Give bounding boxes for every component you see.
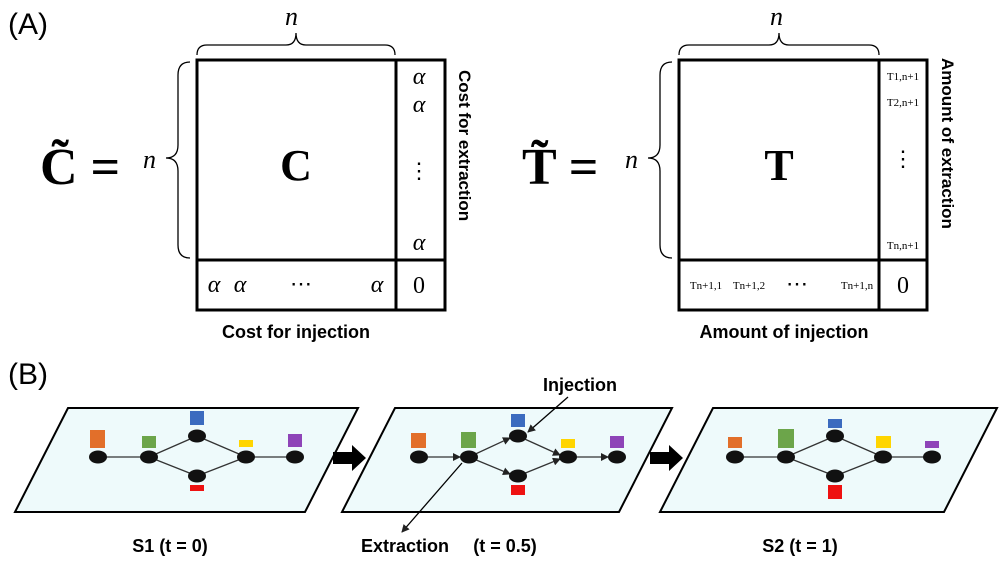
c-row-cell-2: α: [234, 272, 247, 298]
t-row-cell-1: Tn+1,1: [690, 280, 722, 292]
node-s2-3: [826, 429, 844, 443]
mass-s1-orange: [90, 430, 105, 448]
t-bottom-caption: Amount of injection: [700, 322, 869, 342]
caption-t05: (t = 0.5): [473, 536, 537, 556]
c-row-cell-1: α: [208, 272, 221, 298]
mass-s2-green: [778, 429, 794, 448]
node-t05-4: [509, 469, 527, 483]
t-main-symbol: T: [764, 141, 793, 190]
matrix-c-tilde: C̃ = n n C α α ⋮ α α α ⋯ α 0 Cost for ex…: [40, 2, 474, 342]
panel-b-label: (B): [8, 358, 48, 391]
mass-t05-red: [511, 485, 525, 495]
c-main-symbol: C: [280, 141, 312, 190]
node-s1-1: [89, 450, 107, 464]
mass-s1-green: [142, 436, 156, 448]
mass-t05-orange: [411, 433, 426, 448]
t-side-n: n: [625, 145, 638, 174]
t-top-n: n: [770, 2, 783, 31]
c-col-vdots: ⋮: [408, 158, 430, 183]
network-plane-s1: [13, 407, 360, 513]
plane-s2: [658, 407, 999, 513]
t-matrix-border: [677, 58, 929, 312]
mass-s2-red: [828, 485, 842, 499]
c-top-brace: [196, 32, 396, 56]
c-col-cell-2: α: [413, 92, 426, 118]
extraction-pointer: [401, 462, 463, 533]
t-col-cell-1: T1,n+1: [887, 71, 919, 83]
node-s2-4: [826, 469, 844, 483]
mass-s2-yellow: [876, 436, 891, 448]
node-s2-5: [874, 450, 892, 464]
t-corner-zero: 0: [897, 273, 909, 299]
injection-label: Injection: [543, 375, 617, 395]
t-row-hdots: ⋯: [786, 271, 808, 296]
mass-s1-purple: [288, 434, 302, 447]
node-s1-3: [188, 429, 206, 443]
node-t05-6: [608, 450, 626, 464]
injection-pointer: [527, 396, 569, 433]
panel-a-label: (A): [8, 8, 48, 41]
node-t05-5: [559, 450, 577, 464]
c-side-brace: [165, 61, 191, 259]
c-row-hdots: ⋯: [290, 271, 312, 296]
node-t05-2: [460, 450, 478, 464]
node-t05-1: [410, 450, 428, 464]
node-s2-6: [923, 450, 941, 464]
c-right-caption: Cost for extraction: [455, 70, 474, 221]
network-plane-s2: [658, 407, 999, 513]
network-plane-t05: [340, 407, 674, 513]
c-corner-zero: 0: [413, 273, 425, 299]
mass-s1-blue: [190, 411, 204, 425]
mass-s1-red: [190, 485, 204, 491]
t-tilde-lhs: T̃ =: [522, 139, 598, 196]
matrix-t-tilde: T̃ = n n T T1,n+1 T2,n+1 ⋮ Tn,n+1 Tn+1,1…: [522, 2, 957, 342]
caption-s1: S1 (t = 0): [132, 536, 208, 556]
node-s1-6: [286, 450, 304, 464]
mass-s2-purple: [925, 441, 939, 448]
t-col-cell-2: T2,n+1: [887, 97, 919, 109]
c-side-n: n: [143, 145, 156, 174]
t-col-cell-n: Tn,n+1: [887, 240, 919, 252]
transition-arrow-1: [333, 445, 366, 471]
t-right-caption: Amount of extraction: [938, 58, 957, 229]
c-bottom-caption: Cost for injection: [222, 322, 370, 342]
c-matrix-border: [195, 58, 447, 312]
mass-t05-yellow: [561, 439, 575, 448]
node-s2-1: [726, 450, 744, 464]
node-s1-2: [140, 450, 158, 464]
c-col-cell-1: α: [413, 64, 426, 90]
t-top-brace: [678, 32, 880, 56]
t-side-brace: [647, 61, 673, 259]
t-row-cell-n: Tn+1,n: [841, 280, 874, 292]
node-s1-4: [188, 469, 206, 483]
node-s2-2: [777, 450, 795, 464]
plane-s1: [13, 407, 360, 513]
node-s1-5: [237, 450, 255, 464]
c-top-n: n: [285, 2, 298, 31]
extraction-label: Extraction: [361, 536, 449, 556]
mass-s1-yellow: [239, 440, 253, 447]
mass-t05-blue: [511, 414, 525, 427]
c-tilde-lhs: C̃ =: [40, 138, 120, 196]
caption-s2: S2 (t = 1): [762, 536, 838, 556]
c-row-cell-n: α: [371, 272, 384, 298]
t-row-cell-2: Tn+1,2: [733, 280, 765, 292]
node-t05-3: [509, 429, 527, 443]
mass-s2-orange: [728, 437, 742, 448]
transition-arrow-2: [650, 445, 683, 471]
mass-s2-blue: [828, 419, 842, 428]
mass-t05-purple: [610, 436, 624, 448]
c-col-cell-n: α: [413, 230, 426, 256]
t-col-vdots: ⋮: [892, 146, 914, 171]
mass-t05-green: [461, 432, 476, 448]
